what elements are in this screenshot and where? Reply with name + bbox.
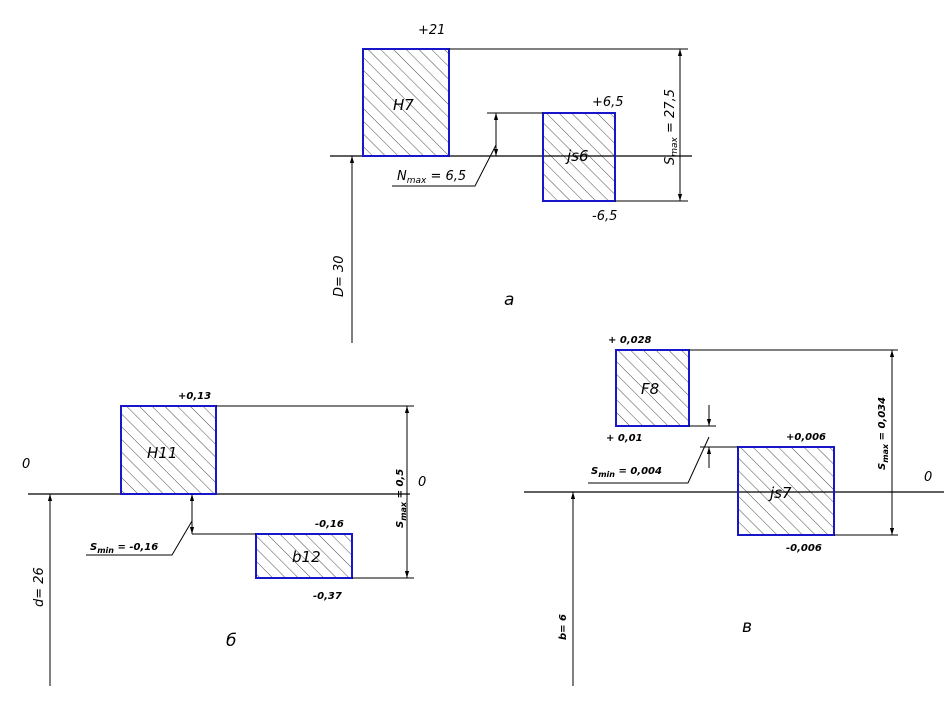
smin-label-b: Smin = -0,16 <box>90 542 158 555</box>
smax-label-b: Smax = 0,5 <box>395 469 408 528</box>
shaft-lower-deviation-c: -0,006 <box>786 543 822 554</box>
zero-label-b: 0 <box>22 457 30 472</box>
shaft-label-js6: js6 <box>565 147 589 165</box>
shaft-label-b12: b12 <box>292 548 321 566</box>
hole-label-f8: F8 <box>641 380 659 398</box>
hole-lower-deviation-c: + 0,01 <box>606 433 643 444</box>
zero-label-c: 0 <box>924 470 932 485</box>
nominal-label-b: d= 26 <box>32 567 47 607</box>
smin-leader-c <box>588 436 710 484</box>
shaft-label-js7: js7 <box>768 484 792 502</box>
shaft-lower-deviation-b: -0,37 <box>313 591 342 602</box>
nmax-leader-a <box>392 144 497 187</box>
shaft-upper-deviation-a: +6,5 <box>592 95 624 110</box>
smax-label-a: Smax = 27,5 <box>663 89 680 165</box>
nominal-label-a: D= 30 <box>332 255 347 297</box>
diagram-a: D= 30 H7 +21 js6 +6,5 -6,5 Smax = 27,5 N… <box>330 23 692 343</box>
hole-label-h11: H11 <box>147 444 177 462</box>
diagram-c: 0 b= 6 F8 + 0,028 + 0,01 js7 +0,006 -0,0… <box>524 335 944 686</box>
shaft-zone-b12 <box>255 533 353 579</box>
hole-upper-deviation-a: +21 <box>418 23 445 38</box>
hole-label-h7: H7 <box>393 96 414 114</box>
shaft-upper-deviation-b: -0,16 <box>315 519 344 530</box>
shaft-lower-deviation-a: -6,5 <box>592 209 617 224</box>
smin-leader-b <box>86 520 193 556</box>
nmax-label-a: Nmax = 6,5 <box>397 169 466 186</box>
caption-c: в <box>742 617 752 637</box>
diagram-b: 0 0 d= 26 H11 +0,13 b12 -0,16 -0,37 Smax… <box>22 391 426 686</box>
smin-label-c: Smin = 0,004 <box>591 466 662 479</box>
hole-zone-h7 <box>362 48 450 157</box>
zero-label-b-right: 0 <box>418 475 426 490</box>
nominal-label-c: b= 6 <box>558 614 569 640</box>
hole-zone-f8 <box>615 349 690 427</box>
shaft-zone-js6 <box>542 112 616 202</box>
smax-label-c: Smax = 0,034 <box>877 397 890 470</box>
hole-upper-deviation-c: + 0,028 <box>608 335 652 346</box>
hole-upper-deviation-b: +0,13 <box>178 391 211 402</box>
caption-a: а <box>504 290 514 310</box>
caption-b: б <box>226 631 236 651</box>
shaft-zone-js7 <box>737 446 835 536</box>
hole-zone-h11 <box>120 405 217 495</box>
shaft-upper-deviation-c: +0,006 <box>786 432 826 443</box>
